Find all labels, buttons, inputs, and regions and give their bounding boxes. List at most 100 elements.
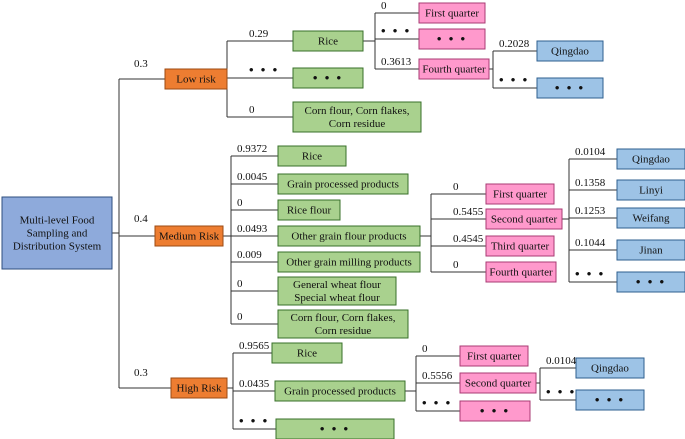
medium-city-weight-3: 0.1044: [575, 237, 606, 249]
root-node-label: Multi-level Food: [20, 215, 95, 227]
high-item-weight-2: • • •: [239, 413, 269, 428]
medium-item-node-4-label: Other grain milling products: [286, 257, 412, 269]
medium-item-node-0: Rice: [277, 145, 347, 167]
low-city-node-0-box: [536, 40, 604, 62]
medium-city-node-3-box: [616, 239, 685, 261]
medium-city-node-0-label: Qingdao: [632, 154, 670, 166]
low-quarter-node-2: Fourth quarter: [418, 58, 490, 80]
low-risk-weight: 0.3: [134, 58, 148, 70]
medium-item-weight-4: 0.009: [237, 249, 262, 261]
high-quarter-weight-1: 0.5556: [422, 370, 453, 382]
high-quarter-weight-0: 0: [422, 343, 428, 355]
medium-item-node-6-label: Corn residue: [315, 325, 372, 337]
low-item-node-1-label: • • •: [313, 70, 343, 85]
low-item-weight-0: 0.29: [249, 28, 269, 40]
medium-risk-node: Medium Risk: [154, 225, 224, 247]
high-item-node-0-label: Rice: [297, 348, 317, 360]
high-quarter-node-0-label: First quarter: [467, 351, 521, 363]
low-item-node-2-label: Corn flour, Corn flakes,: [305, 105, 410, 117]
high-quarter-node-2-box: [459, 400, 531, 422]
medium-item-weight-1: 0.0045: [237, 171, 268, 183]
low-city-weight-0: 0.2028: [499, 38, 530, 50]
low-city-node-1-box: [536, 77, 604, 99]
medium-quarter-node-1: Second quarter: [485, 208, 563, 230]
medium-city-node-4: • • •: [616, 271, 685, 293]
medium-item-node-1: Grain processed products: [277, 173, 409, 195]
high-city-node-1: • • •: [575, 389, 645, 411]
high-item-node-0-box: [271, 342, 343, 364]
high-item-node-0: Rice: [271, 342, 343, 364]
low-item-node-2-label: Corn residue: [329, 118, 386, 130]
low-quarter-node-1-label: • • •: [437, 31, 467, 46]
high-risk-node-box: [170, 377, 228, 399]
medium-item-node-3-label: Other grain flour products: [291, 231, 406, 243]
medium-item-node-2-label: Rice flour: [287, 205, 332, 217]
low-item-node-0-label: Rice: [318, 36, 338, 48]
medium-city-weight-0: 0.0104: [575, 146, 606, 158]
high-item-node-2-box: [275, 418, 395, 439]
medium-quarter-node-0: First quarter: [485, 183, 555, 205]
medium-city-node-0: Qingdao: [616, 148, 685, 170]
medium-item-weight-6: 0: [237, 311, 243, 323]
low-item-node-1-box: [292, 67, 364, 89]
medium-city-node-4-box: [616, 271, 685, 293]
medium-item-node-0-box: [277, 145, 347, 167]
medium-city-weight-1: 0.1358: [575, 177, 606, 189]
high-quarter-node-1: Second quarter: [459, 372, 537, 394]
medium-quarter-node-1-box: [485, 208, 563, 230]
low-item-node-2-box: [292, 101, 422, 133]
low-quarter-node-2-box: [418, 58, 490, 80]
high-item-node-2: • • •: [275, 418, 395, 439]
medium-quarter-weight-2: 0.4545: [453, 233, 484, 245]
medium-quarter-weight-0: 0: [453, 181, 459, 193]
high-item-node-2-label: • • •: [320, 421, 350, 436]
medium-item-node-6-label: Corn flour, Corn flakes,: [291, 312, 396, 324]
medium-city-node-1: Linyi: [616, 179, 685, 201]
high-quarter-node-0-box: [459, 345, 529, 367]
medium-quarter-weight-3: 0: [453, 259, 459, 271]
root-node-label: Sampling and: [27, 228, 88, 240]
low-quarter-node-1-box: [418, 28, 486, 50]
low-quarter-node-0: First quarter: [418, 2, 486, 24]
root-node-label: Distribution System: [13, 241, 102, 253]
high-quarter-node-1-label: Second quarter: [465, 378, 532, 390]
high-risk-node-label: High Risk: [177, 383, 222, 395]
medium-city-node-2: Weifang: [616, 207, 685, 229]
medium-city-weight-4: • • •: [575, 266, 605, 281]
low-quarter-node-0-label: First quarter: [425, 8, 479, 20]
medium-quarter-node-2-label: Third quarter: [491, 241, 550, 253]
high-city-weight-1: • • •: [546, 384, 576, 399]
high-quarter-node-0: First quarter: [459, 345, 529, 367]
low-quarter-weight-2: 0.3613: [381, 56, 412, 68]
medium-city-node-0-box: [616, 148, 685, 170]
high-item-node-1-box: [274, 380, 406, 402]
medium-quarter-node-3-label: Fourth quarter: [489, 267, 553, 279]
low-risk-node: Low risk: [164, 68, 228, 90]
medium-item-node-2-box: [277, 199, 341, 221]
medium-item-node-4: Other grain milling products: [277, 251, 421, 273]
low-item-weight-2: 0: [249, 104, 255, 116]
medium-item-weight-3: 0.0493: [237, 223, 268, 235]
medium-city-weight-2: 0.1253: [575, 205, 606, 217]
medium-quarter-node-2-box: [485, 235, 555, 257]
high-quarter-node-2: • • •: [459, 400, 531, 422]
high-city-node-1-box: [575, 389, 645, 411]
medium-city-node-4-label: • • •: [636, 274, 666, 289]
medium-item-node-5-label: Special wheat flour: [294, 292, 380, 304]
medium-city-node-2-label: Weifang: [633, 213, 670, 225]
high-city-node-0-label: Qingdao: [591, 363, 629, 375]
high-risk-node: High Risk: [170, 377, 228, 399]
low-city-node-1-label: • • •: [555, 80, 585, 95]
high-city-node-0-box: [575, 357, 645, 379]
medium-item-node-5-box: [277, 276, 397, 306]
high-item-weight-1: 0.0435: [239, 378, 270, 390]
low-item-node-0: Rice: [292, 30, 364, 52]
low-city-weight-1: • • •: [499, 72, 529, 87]
low-city-node-1: • • •: [536, 77, 604, 99]
low-item-node-0-box: [292, 30, 364, 52]
medium-city-node-3-label: Jinan: [639, 245, 663, 257]
medium-city-node-1-box: [616, 179, 685, 201]
